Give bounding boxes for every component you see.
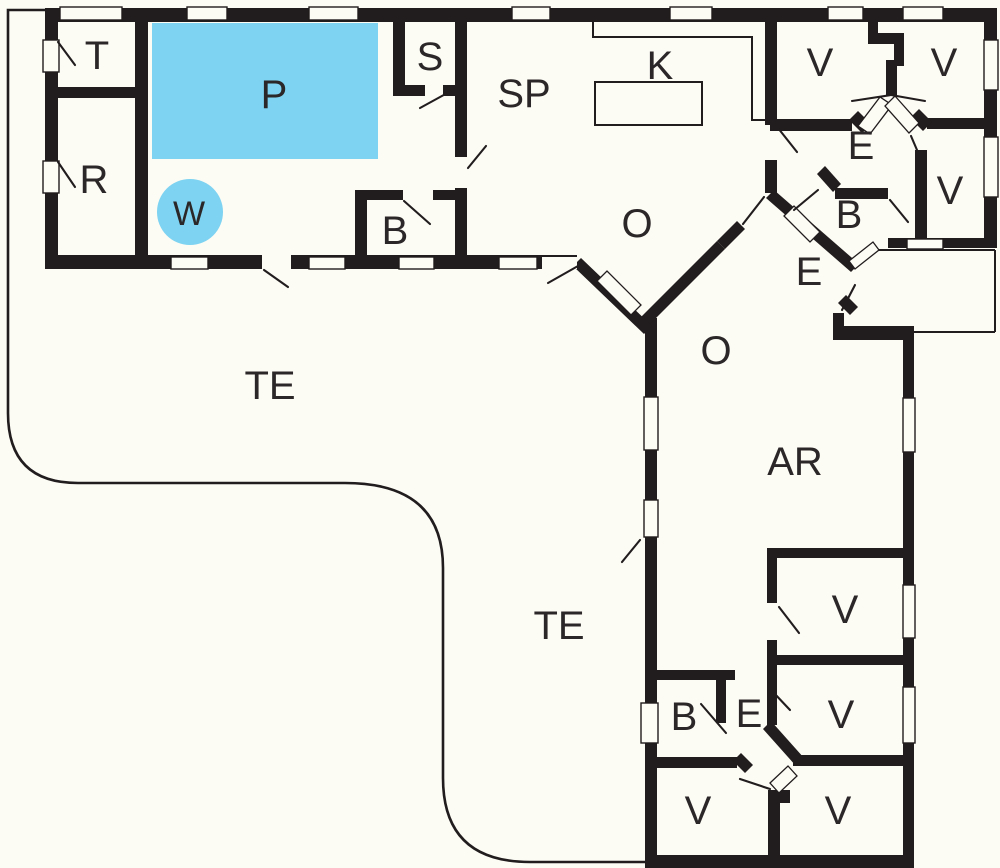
windows: [42, 6, 999, 744]
kitchen-niche-line: [592, 22, 765, 121]
label-room-s: S: [417, 35, 444, 79]
label-kitchen-k: K: [647, 44, 674, 88]
label-whirlpool-w: W: [173, 195, 205, 233]
label-room-v-top-1: V: [807, 41, 834, 85]
label-hall-e-top: E: [848, 124, 875, 168]
label-terrace-te-upper: TE: [244, 364, 295, 408]
label-hall-e-lower: E: [736, 692, 763, 736]
water-features: [152, 23, 378, 245]
terrace-outline: [6, 8, 647, 864]
swimming-pool: [152, 23, 378, 159]
label-room-r: R: [80, 158, 109, 202]
whirlpool-circle: [157, 179, 223, 245]
door-openings: [262, 254, 577, 270]
label-room-v-mid-lower: V: [828, 693, 855, 737]
diagonal-doors: [596, 95, 920, 794]
label-room-o-upper: O: [621, 202, 652, 246]
room-labels: T R P W S SP K B O V V E B V E O AR TE T…: [80, 34, 964, 833]
label-terrace-te-lower: TE: [533, 604, 584, 648]
label-room-b-lower: B: [671, 695, 698, 739]
label-room-v-bottom-left: V: [685, 789, 712, 833]
label-pool-p: P: [261, 73, 288, 117]
label-room-v-top-2: V: [931, 41, 958, 85]
kitchen-counter: [594, 81, 703, 126]
label-room-sp: SP: [497, 72, 550, 116]
door-swings: [56, 40, 927, 791]
label-hall-e-mid: E: [796, 250, 823, 294]
label-room-t: T: [85, 34, 109, 78]
label-room-v-bottom-right: V: [825, 789, 852, 833]
label-room-b-top-right: B: [836, 193, 863, 237]
label-room-ar: AR: [767, 440, 823, 484]
label-room-o-lower: O: [700, 329, 731, 373]
fixtures: [592, 22, 996, 333]
label-room-v-right: V: [937, 169, 964, 213]
label-room-b-upper: B: [382, 209, 409, 253]
label-room-v-mid-upper: V: [832, 588, 859, 632]
